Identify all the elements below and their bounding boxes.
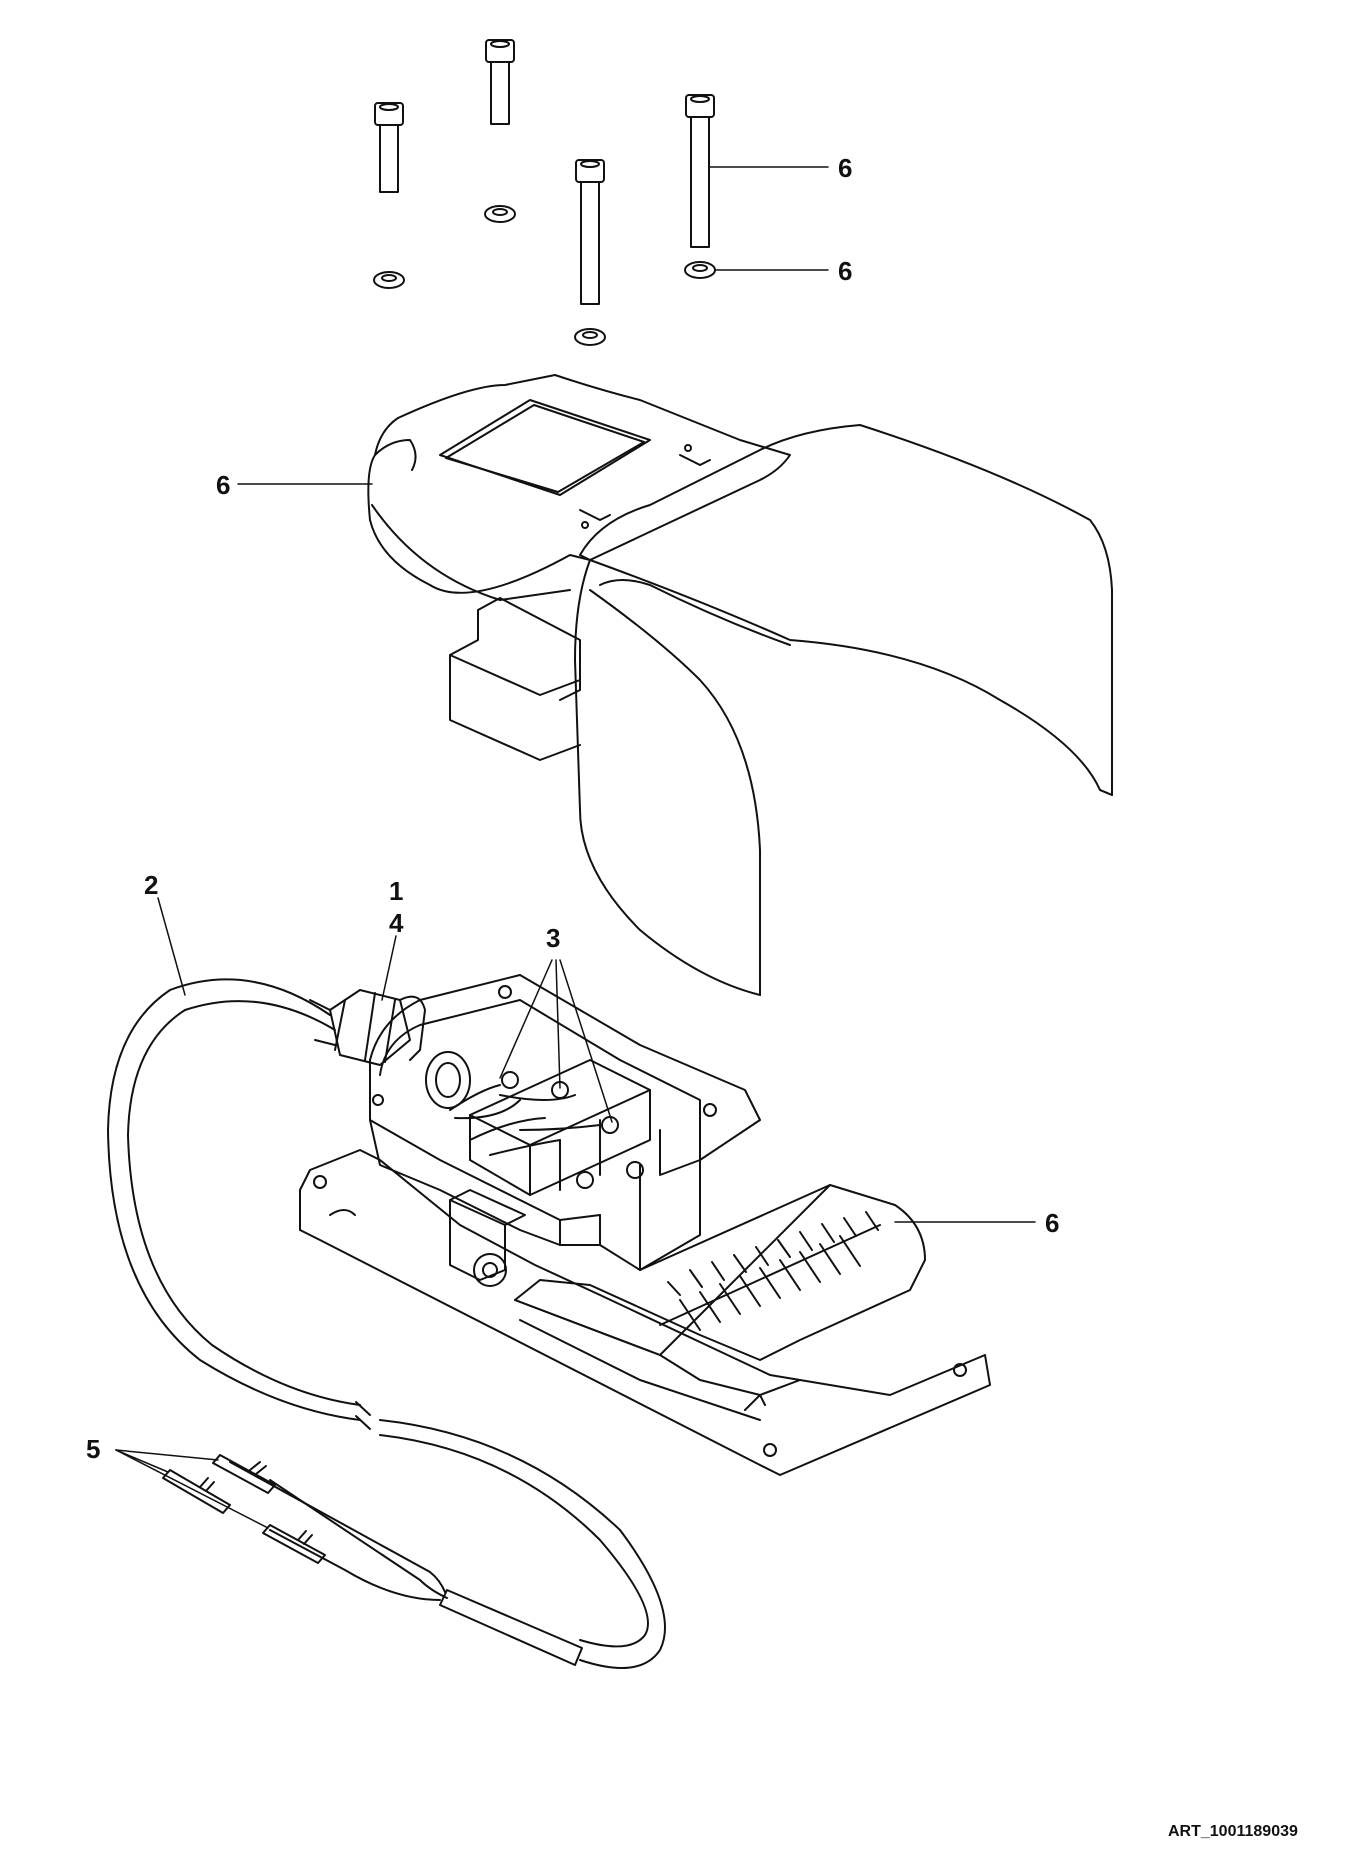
callout-cable: 2 [144, 870, 159, 900]
cable-gland [309, 989, 426, 1066]
callout-switch: 3 [546, 923, 561, 953]
callout-washer: 6 [838, 256, 853, 286]
cover-side-block [449, 597, 581, 761]
top-cover [367, 374, 791, 601]
screw-4 [685, 94, 715, 248]
pedal-tread [514, 1184, 926, 1421]
screw-2 [374, 102, 404, 193]
washer-3 [574, 328, 606, 346]
art-reference: ART_1001189039 [1168, 1823, 1298, 1840]
switch-box [299, 974, 991, 1476]
callout-terminals: 5 [86, 1434, 101, 1464]
wire-leads [229, 1461, 448, 1601]
callout-cover: 6 [216, 470, 231, 500]
screw-3 [575, 159, 605, 305]
cable [107, 978, 666, 1669]
pedal-hood [574, 424, 1113, 996]
washer-4 [684, 261, 716, 279]
terminal-1 [212, 1454, 276, 1494]
callout-screw: 6 [838, 153, 853, 183]
screw-1 [485, 39, 515, 125]
terminal-3 [262, 1524, 326, 1564]
leader-lines [115, 166, 1036, 1529]
washer-1 [484, 205, 516, 223]
washer-2 [373, 271, 405, 289]
callout-pedal: 6 [1045, 1208, 1060, 1238]
callout-gland-1: 1 [389, 876, 404, 906]
callout-gland-4: 4 [389, 908, 404, 938]
